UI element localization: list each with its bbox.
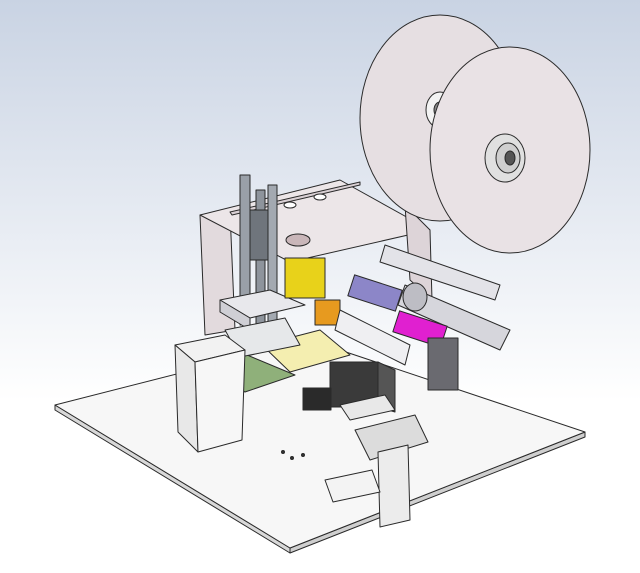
top-knob	[285, 233, 311, 247]
guide-columns	[219, 174, 306, 331]
yellow-block	[284, 257, 326, 299]
orange-block	[314, 299, 341, 326]
support-block	[174, 334, 246, 453]
reel-front	[429, 46, 591, 254]
purple-block	[347, 274, 403, 312]
cylinder-arms	[334, 244, 511, 366]
stepper-motor	[302, 361, 396, 413]
label-head	[427, 337, 459, 391]
lower-bracket	[324, 394, 429, 528]
